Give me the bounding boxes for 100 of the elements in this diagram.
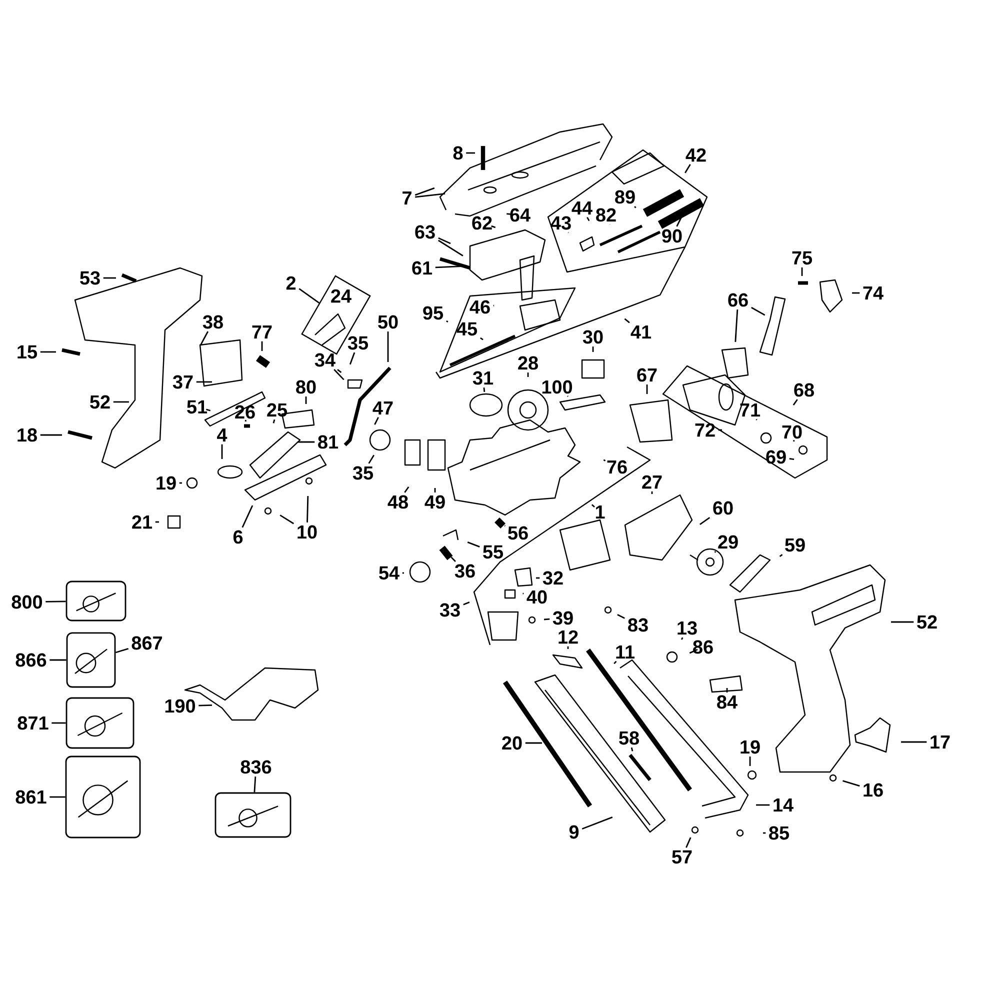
leader-line — [749, 756, 751, 766]
leader-line — [493, 304, 494, 306]
leader-line — [751, 306, 766, 316]
leader-line — [680, 637, 684, 640]
leader-line — [651, 491, 653, 494]
leader-line — [402, 572, 404, 574]
leader-line — [801, 267, 803, 276]
accessory-box — [65, 756, 141, 838]
callout-number: 20 — [502, 736, 522, 750]
callout-number: 7 — [402, 191, 412, 204]
callout-number: 67 — [637, 368, 657, 382]
leader-line — [414, 187, 435, 196]
callout-number: 39 — [552, 611, 573, 625]
leader-line — [280, 514, 294, 524]
leader-line — [689, 648, 698, 654]
callout-number: 66 — [728, 293, 748, 307]
callout-number: 861 — [16, 790, 46, 804]
leader-line — [634, 206, 636, 208]
callout-number: 190 — [165, 699, 196, 713]
callout-number: 58 — [619, 731, 639, 745]
callout-number: 1 — [596, 505, 605, 519]
leader-line — [536, 577, 540, 579]
callout-number: 18 — [18, 428, 37, 442]
leader-line — [374, 417, 379, 425]
callout-number: 61 — [412, 261, 432, 275]
callout-number: 81 — [318, 435, 338, 449]
leader-line — [506, 213, 514, 216]
callout-number: 82 — [596, 208, 616, 222]
leader-line — [387, 332, 389, 362]
leader-line — [242, 505, 254, 528]
leader-line — [368, 454, 375, 464]
leader-line — [298, 441, 315, 443]
leader-line — [686, 837, 692, 848]
leader-line — [40, 351, 56, 353]
callout-number: 80 — [296, 380, 316, 394]
accessory-box — [66, 632, 116, 688]
callout-number: 10 — [298, 525, 317, 539]
callout-number: 800 — [12, 595, 42, 609]
callout-number: 76 — [607, 460, 627, 474]
callout-number: 56 — [508, 526, 528, 540]
leader-line — [792, 399, 798, 406]
leader-line — [630, 747, 634, 752]
callout-number: 68 — [794, 383, 814, 397]
leader-line — [298, 288, 320, 304]
leader-line — [789, 458, 794, 460]
callout-number: 53 — [80, 271, 100, 285]
leader-line — [700, 516, 710, 526]
leader-line — [763, 832, 766, 834]
leader-line — [198, 704, 212, 706]
callout-number: 75 — [792, 251, 812, 265]
leader-line — [582, 816, 613, 830]
leader-line — [337, 368, 342, 373]
leader-line — [40, 434, 62, 436]
leader-line — [756, 804, 770, 806]
callout-number: 100 — [542, 380, 572, 394]
leader-line — [450, 556, 456, 562]
leader-line — [438, 240, 464, 256]
callout-number: 4 — [217, 428, 228, 442]
callout-number: 8 — [453, 146, 463, 160]
callout-number: 52 — [90, 395, 110, 409]
callout-number: 15 — [18, 345, 38, 359]
callout-number: 63 — [415, 225, 435, 239]
callout-number: 37 — [172, 375, 193, 389]
leader-line — [196, 381, 212, 383]
callout-number: 55 — [483, 545, 504, 559]
leader-line — [179, 482, 182, 484]
callout-number: 70 — [782, 425, 802, 439]
callout-number: 95 — [423, 306, 444, 320]
leader-line — [306, 496, 309, 522]
callout-number: 866 — [16, 653, 46, 667]
callout-number: 50 — [378, 315, 398, 329]
callout-number: 71 — [740, 403, 760, 417]
leader-line — [842, 780, 860, 787]
callout-number: 84 — [717, 695, 738, 709]
leader-line — [525, 742, 542, 744]
leader-line — [718, 429, 722, 431]
callout-number: 2 — [286, 276, 296, 290]
callout-number: 43 — [550, 216, 571, 230]
leader-line — [103, 277, 116, 279]
leader-line — [676, 217, 682, 227]
callout-number: 54 — [379, 566, 400, 580]
callout-number: 41 — [630, 325, 652, 338]
leader-line — [206, 408, 211, 412]
leader-line — [891, 621, 914, 623]
callout-number: 21 — [132, 515, 152, 529]
leader-line — [901, 741, 927, 743]
leader-line — [50, 659, 66, 661]
leader-line — [446, 320, 448, 322]
leader-line — [305, 396, 307, 404]
leader-line — [155, 521, 159, 523]
leader-line — [603, 459, 606, 462]
leader-line — [586, 216, 590, 222]
leader-line — [779, 554, 783, 557]
leader-line — [726, 688, 728, 692]
callout-number: 74 — [863, 286, 884, 300]
callout-number: 6 — [233, 530, 243, 544]
leader-line — [544, 618, 550, 620]
callout-number: 31 — [472, 371, 494, 385]
leader-line — [434, 488, 436, 492]
leader-line — [466, 152, 476, 154]
